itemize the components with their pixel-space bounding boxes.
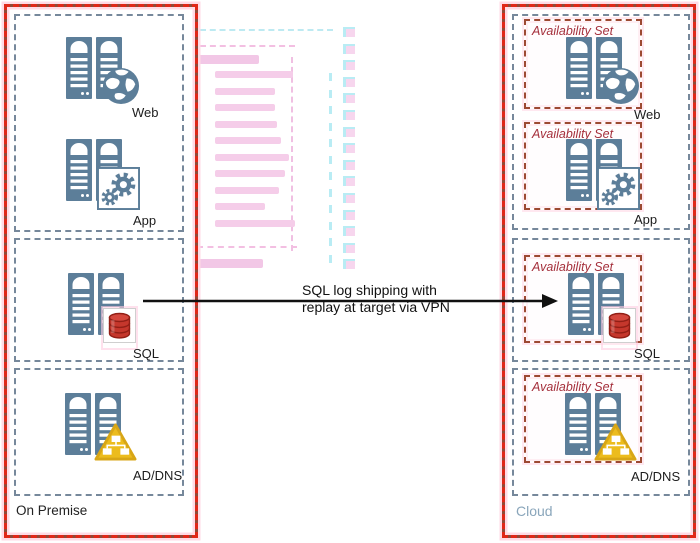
ghost-server-icon <box>343 143 355 154</box>
sql-label: SQL <box>133 346 160 361</box>
server-icon <box>65 393 121 461</box>
cloud-addns-group <box>512 368 690 496</box>
ghost-text-blob <box>215 186 279 194</box>
network-triangle-icon <box>594 422 637 467</box>
web-label: Web <box>132 105 159 120</box>
ghost-text-blob <box>215 137 281 144</box>
cloud-webapp-group <box>512 14 690 230</box>
ghost-text-blob <box>215 120 277 128</box>
ghost-server-icon <box>343 27 355 37</box>
ghost-server-icon <box>343 43 355 54</box>
cloud-region <box>502 4 696 538</box>
web-label: Web <box>634 107 661 122</box>
gears-icon <box>597 167 640 215</box>
ghost-server-icon <box>343 226 355 237</box>
ghost-tick <box>329 73 332 81</box>
cloud-app-servers <box>566 139 648 219</box>
ghost-tick <box>329 238 332 246</box>
ghost-server-icon <box>343 176 355 187</box>
cloud-addns-servers <box>565 393 647 473</box>
ghost-server-icon <box>343 126 355 137</box>
availability-set-label: Availability Set <box>532 260 614 274</box>
ghost-tick <box>329 122 332 131</box>
onprem-addns-group <box>14 368 184 496</box>
network-triangle-icon <box>94 422 137 467</box>
ghost-tick <box>329 106 332 114</box>
ghost-tick <box>329 155 332 164</box>
addns-label: AD/DNS <box>631 469 681 484</box>
ghost-text-blob <box>215 104 275 111</box>
ghost-server-icon <box>343 209 355 220</box>
ghost-server-icon <box>343 110 355 120</box>
ghost-tick <box>329 188 332 197</box>
ghost-server-icon <box>343 76 355 87</box>
ghost-text-blob <box>215 170 285 177</box>
ghost-dashed-line <box>291 57 293 251</box>
ghost-text-blob <box>215 153 289 161</box>
sql-label: SQL <box>634 346 661 361</box>
availability-set-label: Availability Set <box>532 380 614 394</box>
ghost-server-icon <box>343 242 355 253</box>
onprem-addns-servers <box>65 393 147 473</box>
addns-label: AD/DNS <box>133 468 183 483</box>
onprem-sql-servers <box>68 273 150 353</box>
arrow-caption: SQL log shipping with replay at target v… <box>302 282 450 316</box>
onprem-web-servers <box>66 37 148 117</box>
on-premise-label: On Premise <box>16 503 88 518</box>
arrow-caption-line1: SQL log shipping with <box>302 282 437 298</box>
replication-arrow <box>143 294 558 308</box>
onprem-app-servers <box>66 139 148 219</box>
availability-set-label: Availability Set <box>532 127 614 141</box>
ghost-tick <box>329 89 332 98</box>
availability-set-label: Availability Set <box>532 24 614 38</box>
on-premise-region <box>4 4 198 538</box>
ghost-text-blob <box>197 259 263 268</box>
ghost-text-blob <box>197 55 259 64</box>
ghost-overlay <box>195 24 365 286</box>
ghost-server-icon <box>343 193 355 203</box>
ghost-server-icon <box>343 60 355 71</box>
globe-icon <box>602 67 640 110</box>
ghost-server-icon <box>343 93 355 104</box>
ghost-server-icon <box>343 159 355 170</box>
ghost-dashed-line <box>197 246 297 248</box>
app-label: App <box>634 212 658 227</box>
ghost-tick <box>329 205 332 213</box>
ghost-tick <box>329 139 332 147</box>
ghost-tick <box>329 254 332 263</box>
ghost-dashed-line <box>200 29 333 31</box>
ghost-text-blob <box>215 203 265 210</box>
app-label: App <box>133 213 157 228</box>
ghost-text-blob <box>215 219 295 227</box>
ghost-tick <box>329 221 332 230</box>
onprem-webapp-group <box>14 14 184 232</box>
gears-icon <box>97 167 140 215</box>
ghost-text-blob <box>215 71 293 78</box>
database-icon <box>103 308 136 348</box>
ghost-tick <box>329 172 332 180</box>
ghost-text-blob <box>215 87 275 95</box>
cloud-web-servers <box>566 37 648 117</box>
globe-icon <box>102 67 140 110</box>
cloud-label: Cloud <box>516 503 553 519</box>
ghost-dashed-line <box>200 45 295 47</box>
database-icon <box>603 308 636 348</box>
cloud-sql-servers <box>568 273 650 353</box>
arrow-caption-line2: replay at target via VPN <box>302 299 450 315</box>
ghost-server-icon <box>343 259 355 270</box>
